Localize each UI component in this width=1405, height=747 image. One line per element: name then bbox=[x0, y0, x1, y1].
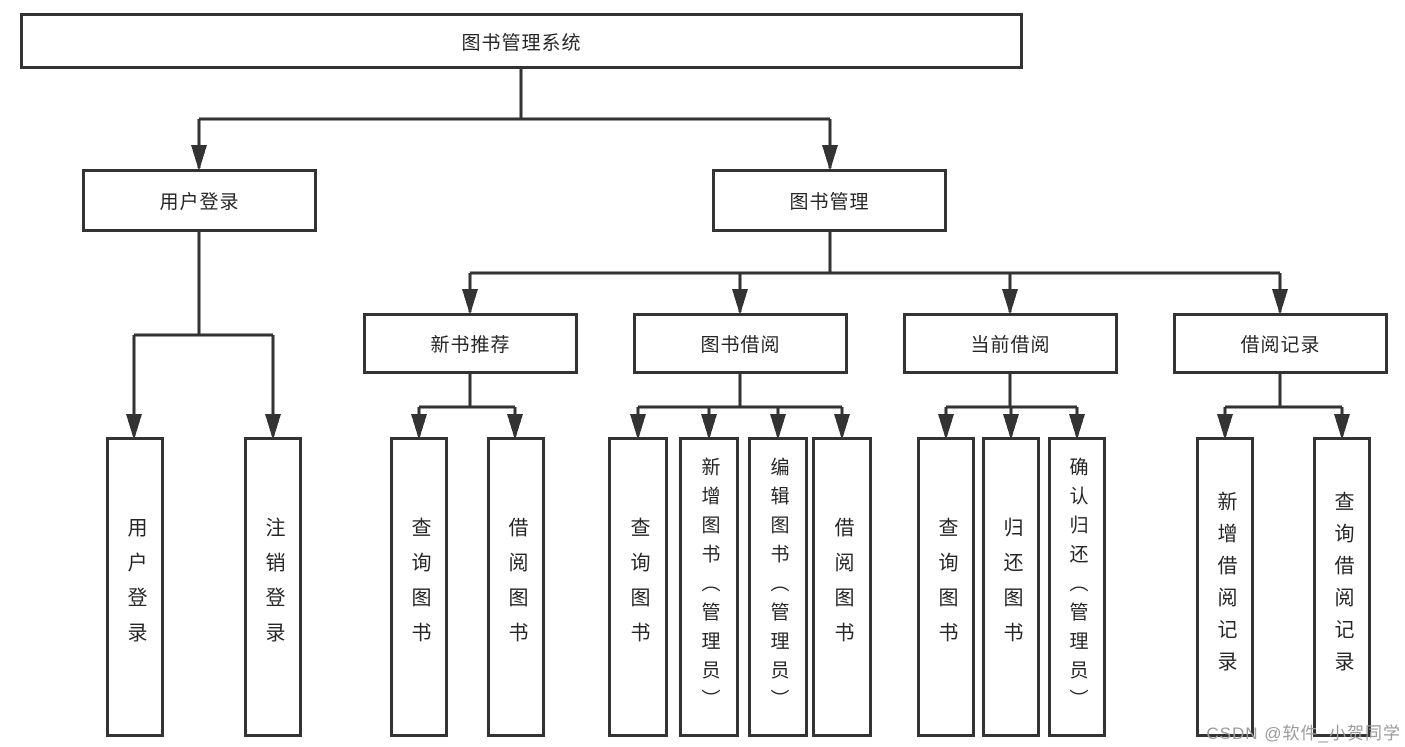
leaf-confirm-return-admin: 确认归还（管理员） bbox=[1048, 437, 1106, 737]
node-label: 查询图书 bbox=[408, 517, 430, 657]
node-label: 用户登录 bbox=[159, 192, 240, 213]
node-label: 新增图书（管理员） bbox=[698, 456, 720, 718]
node-label: 借阅记录 bbox=[1240, 335, 1321, 356]
node-label: 查询图书 bbox=[935, 517, 957, 657]
node-new-book-recommendation: 新书推荐 bbox=[363, 313, 578, 374]
leaf-query-books-1: 查询图书 bbox=[390, 437, 448, 737]
node-book-borrowing: 图书借阅 bbox=[633, 313, 848, 374]
node-book-management: 图书管理 bbox=[712, 169, 947, 232]
node-label: 图书借阅 bbox=[700, 335, 781, 356]
leaf-borrow-books-1: 借阅图书 bbox=[487, 437, 545, 737]
leaf-user-login: 用户登录 bbox=[106, 437, 164, 737]
node-label: 用户登录 bbox=[124, 517, 146, 657]
node-label: 查询借阅记录 bbox=[1331, 491, 1353, 683]
leaf-add-book-admin: 新增图书（管理员） bbox=[679, 437, 739, 737]
leaf-borrow-books-2: 借阅图书 bbox=[812, 437, 872, 737]
node-label: 编辑图书（管理员） bbox=[767, 456, 789, 718]
node-current-borrowing: 当前借阅 bbox=[903, 313, 1118, 374]
node-label: 确认归还（管理员） bbox=[1066, 456, 1088, 718]
node-label: 新增借阅记录 bbox=[1214, 491, 1236, 683]
node-label: 注销登录 bbox=[262, 517, 284, 657]
node-user-login: 用户登录 bbox=[82, 169, 317, 232]
node-library-management-system: 图书管理系统 bbox=[20, 13, 1023, 69]
node-label: 查询图书 bbox=[627, 517, 649, 657]
leaf-add-borrowing-record: 新增借阅记录 bbox=[1196, 437, 1254, 737]
node-borrowing-records: 借阅记录 bbox=[1173, 313, 1388, 374]
leaf-query-books-3: 查询图书 bbox=[917, 437, 975, 737]
node-label: 归还图书 bbox=[1000, 517, 1022, 657]
leaf-return-book: 归还图书 bbox=[982, 437, 1040, 737]
node-label: 借阅图书 bbox=[505, 517, 527, 657]
leaf-query-borrowing-record: 查询借阅记录 bbox=[1313, 437, 1371, 737]
csdn-watermark: CSDN @软件_小贺同学 bbox=[1206, 724, 1401, 743]
leaf-logout: 注销登录 bbox=[244, 437, 302, 737]
node-label: 图书管理 bbox=[789, 192, 870, 213]
node-label: 借阅图书 bbox=[831, 517, 853, 657]
leaf-edit-book-admin: 编辑图书（管理员） bbox=[748, 437, 808, 737]
node-label: 新书推荐 bbox=[430, 335, 511, 356]
leaf-query-books-2: 查询图书 bbox=[608, 437, 668, 737]
node-label: 图书管理系统 bbox=[461, 32, 582, 54]
node-label: 当前借阅 bbox=[970, 335, 1051, 356]
